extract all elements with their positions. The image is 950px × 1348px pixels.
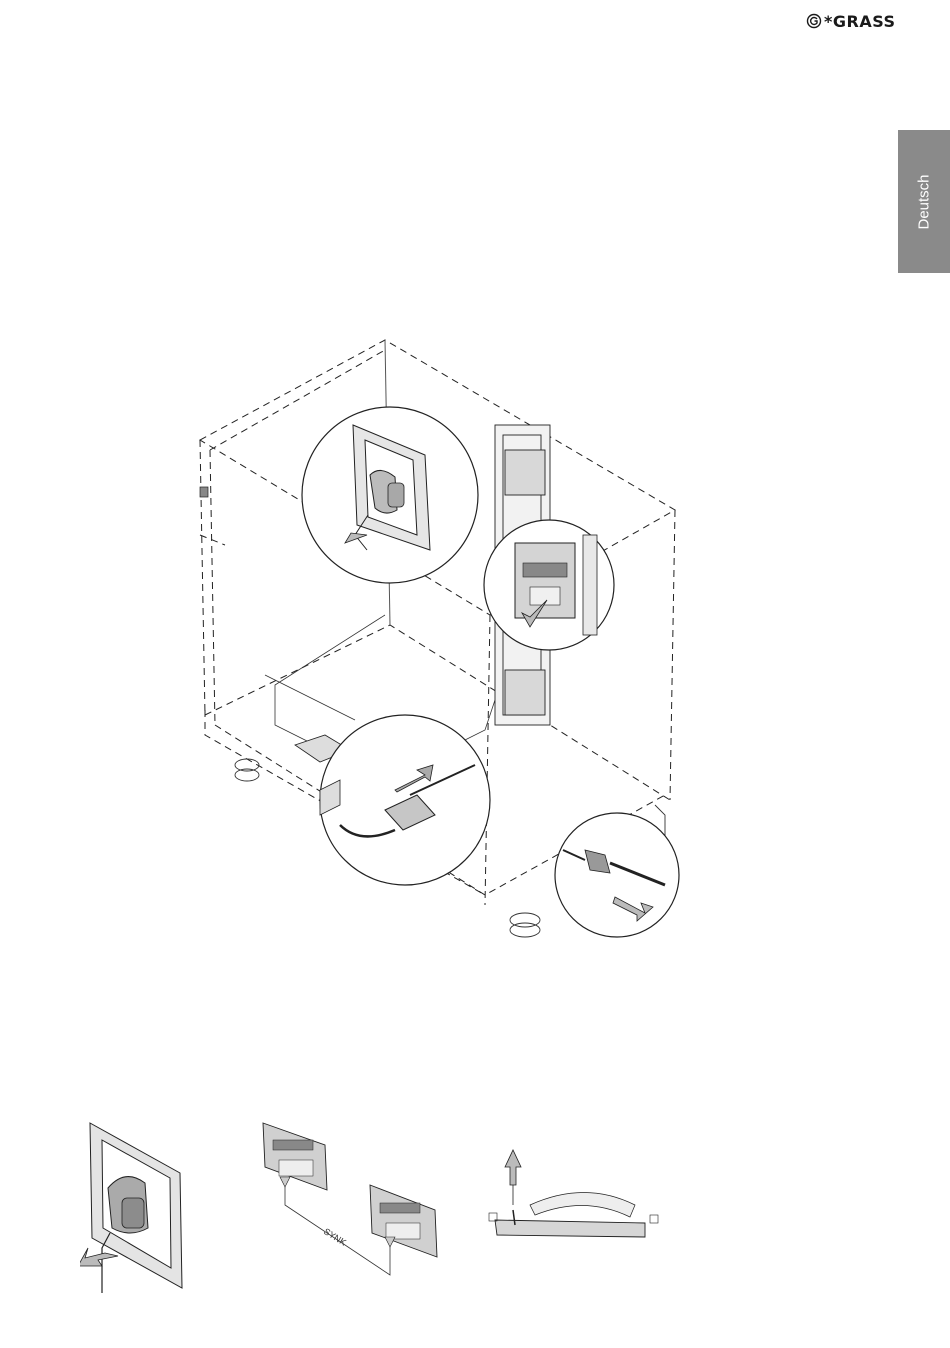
language-tab[interactable]: Deutsch — [898, 130, 950, 273]
sync-label: SYNK — [322, 1226, 348, 1247]
sync-units-illustration: SYNK — [255, 1115, 455, 1285]
cabinet-installation-illustration — [185, 325, 695, 945]
brand-logo: *GRASS — [806, 10, 896, 32]
cable-detail-circle — [320, 715, 490, 885]
plug-detail-circle — [555, 813, 679, 937]
grass-logo-icon — [806, 13, 822, 29]
socket-detail-circle — [302, 407, 478, 583]
cabinet-drawing — [185, 325, 695, 945]
unit-lift-illustration — [485, 1145, 670, 1245]
socket-unplug-illustration — [80, 1118, 190, 1293]
brand-name: *GRASS — [824, 12, 896, 31]
unit-detail-circle — [484, 520, 614, 650]
language-label: Deutsch — [916, 174, 933, 229]
